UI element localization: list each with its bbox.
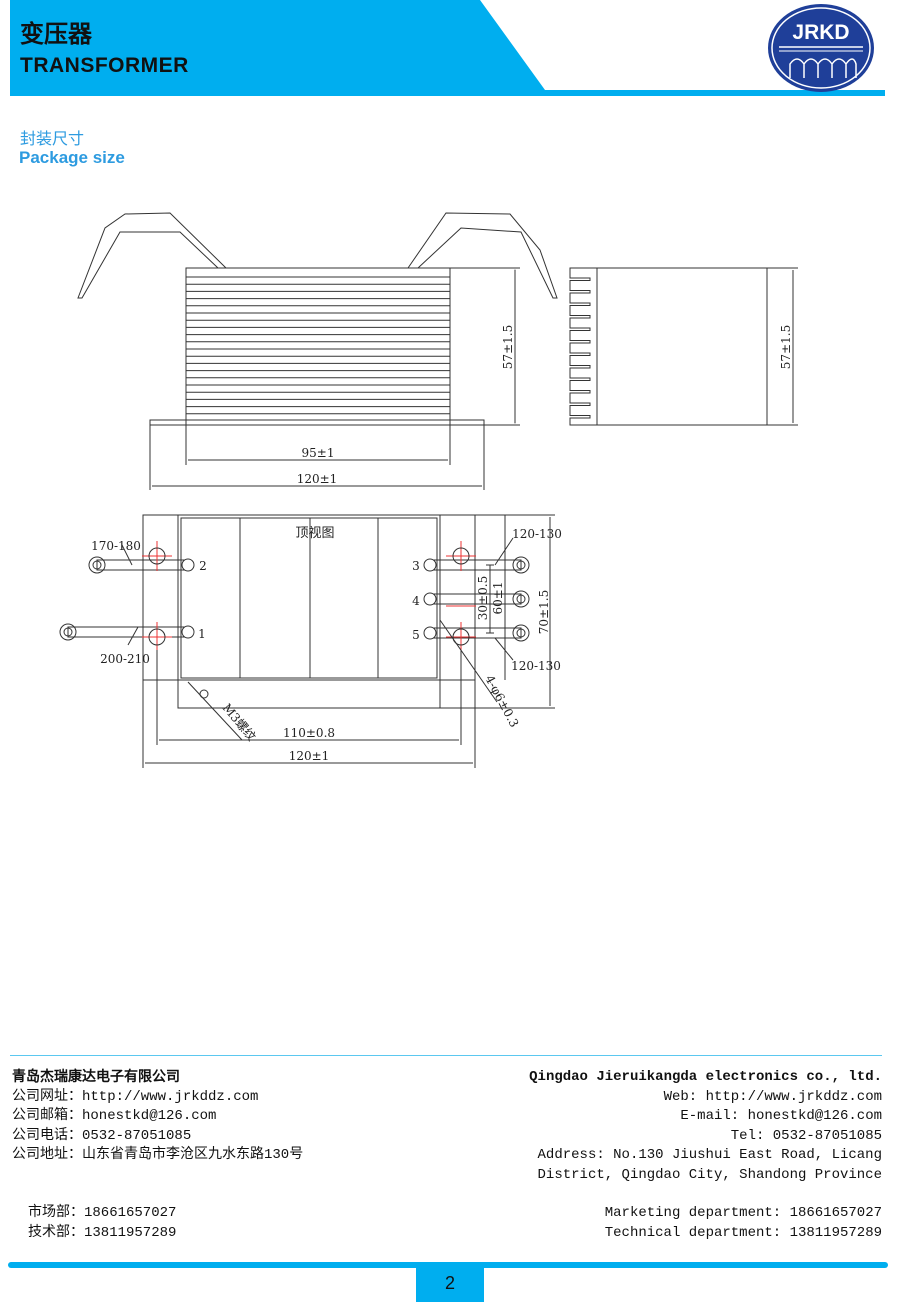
logo-text: JRKD xyxy=(792,21,849,44)
pin-2-label: 2 xyxy=(199,559,207,573)
footer-contact-en: Qingdao Jieruikangda electronics co., lt… xyxy=(529,1068,882,1185)
departments-cn: 市场部：18661657027 技术部：13811957289 xyxy=(28,1204,176,1243)
header-band: JRKD xyxy=(10,0,885,96)
lead-5-length: 120-130 xyxy=(511,659,561,673)
email-cn: 公司邮箱：honestkd@126.com xyxy=(12,1108,217,1124)
company-name-en: Qingdao Jieruikangda electronics co., lt… xyxy=(529,1069,882,1085)
email-en: E-mail: honestkd@126.com xyxy=(680,1108,882,1124)
side-height-dimension: 57±1.5 xyxy=(779,325,793,369)
front-total-width-dimension: 120±1 xyxy=(297,472,338,486)
technical-cn: 技术部：13811957289 xyxy=(28,1224,177,1241)
footer-bar xyxy=(8,1262,888,1268)
jrkd-logo: JRKD xyxy=(768,4,874,92)
website-en: Web: http://www.jrkddz.com xyxy=(663,1088,882,1105)
footer-divider xyxy=(10,1055,882,1056)
side-view xyxy=(569,267,798,426)
footer-contact-cn: 青岛杰瑞康达电子有限公司 公司网址：http://www.jrkddz.com … xyxy=(12,1068,303,1166)
pin-5-label: 5 xyxy=(412,628,420,642)
company-name-cn: 青岛杰瑞康达电子有限公司 xyxy=(12,1069,180,1085)
departments-en: Marketing department: 18661657027 Techni… xyxy=(605,1204,882,1243)
marketing-cn: 市场部：18661657027 xyxy=(28,1205,177,1221)
pin-3-label: 3 xyxy=(412,559,420,573)
address-cn: 公司地址：山东省青岛市李沧区九水东路130号 xyxy=(12,1147,304,1163)
holes-annotation: 4-φ6±0.3 xyxy=(482,673,521,730)
pin-spacing-30: 30±0.5 xyxy=(476,576,490,620)
hole-spacing-dimension: 110±0.8 xyxy=(283,726,335,740)
page-number: 2 xyxy=(416,1268,484,1302)
address-en-line1: Address: No.130 Jiushui East Road, Lican… xyxy=(537,1147,882,1163)
website-cn: 公司网址：http://www.jrkddz.com xyxy=(12,1088,259,1105)
top-view xyxy=(59,514,555,768)
depth-dimension: 70±1.5 xyxy=(537,590,551,634)
page-title-cn: 变压器 xyxy=(20,20,92,48)
lead-2-length: 170-180 xyxy=(91,539,141,553)
pin-4-label: 4 xyxy=(412,594,420,608)
top-total-width-dimension: 120±1 xyxy=(289,749,330,763)
section-title-en: Package size xyxy=(19,148,125,167)
marketing-en: Marketing department: 18661657027 xyxy=(604,1205,882,1221)
pin-1-label: 1 xyxy=(198,627,206,641)
section-title-cn: 封装尺寸 xyxy=(20,129,85,148)
package-drawing: 57±1.5 95±1 120±1 57±1.5 xyxy=(59,212,798,768)
lead-3-length: 120-130 xyxy=(512,527,562,541)
front-body-width-dimension: 95±1 xyxy=(302,446,335,460)
phone-cn: 公司电话：0532-87051085 xyxy=(12,1127,192,1144)
lead-1-length: 200-210 xyxy=(100,652,150,666)
phone-en: Tel: 0532-87051085 xyxy=(730,1127,882,1144)
front-view xyxy=(77,212,558,490)
page-title-en: TRANSFORMER xyxy=(20,54,189,77)
technical-en: Technical department: 13811957289 xyxy=(604,1224,882,1241)
pin-spacing-60: 60±1 xyxy=(491,582,505,615)
top-view-label: 顶视图 xyxy=(295,526,334,541)
front-height-dimension: 57±1.5 xyxy=(501,325,515,369)
address-en-line2: District, Qingdao City, Shandong Provinc… xyxy=(537,1166,882,1183)
